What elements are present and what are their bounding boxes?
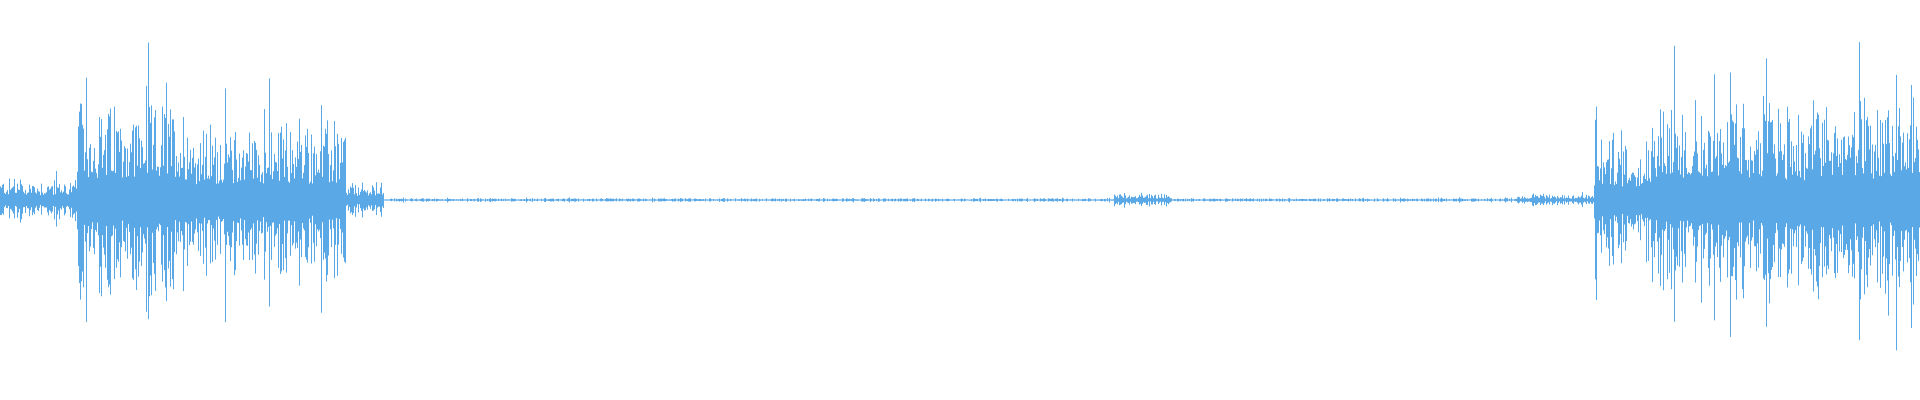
waveform-samples (0, 42, 1920, 351)
